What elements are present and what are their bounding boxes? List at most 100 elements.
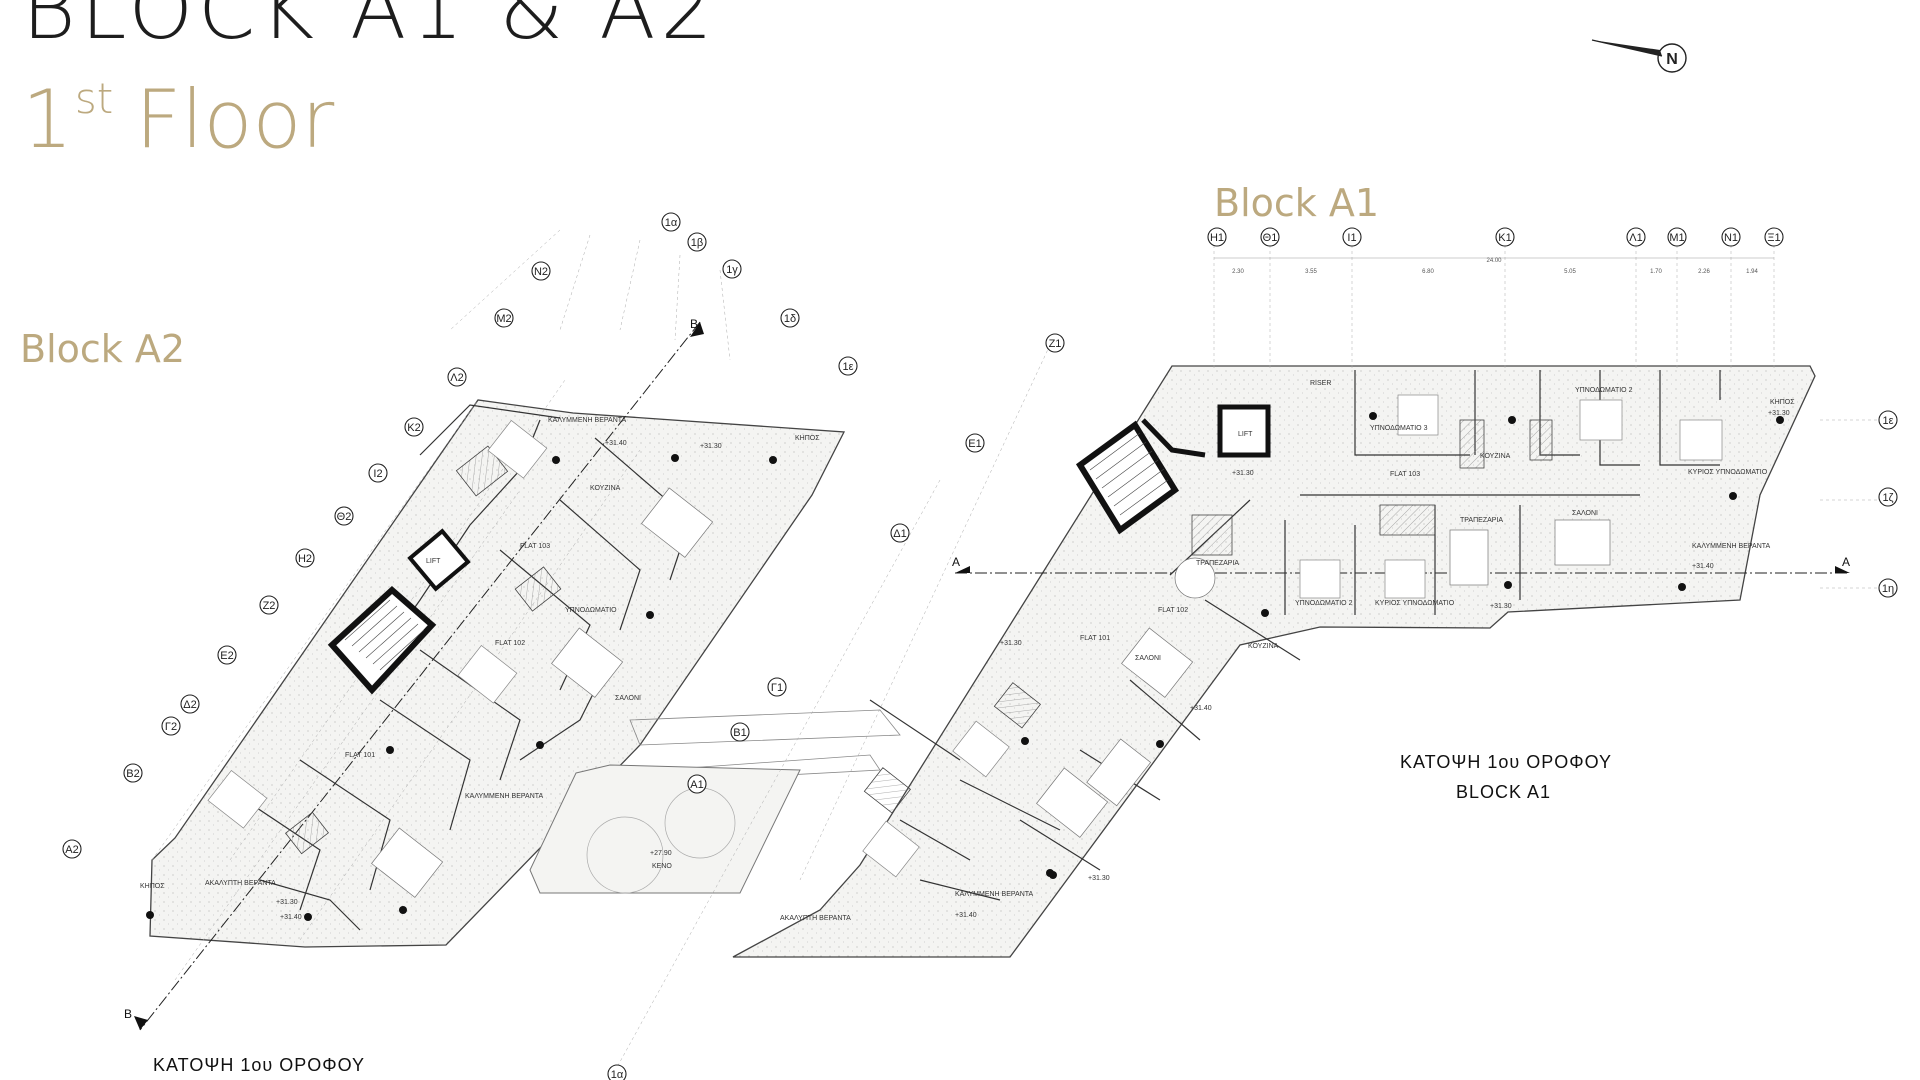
- a2-bed-2: [457, 644, 518, 704]
- grid-label: 1δ: [784, 313, 796, 325]
- a2-room-label: ΚΑΛΥΜΜΕΝΗ ΒΕΡΑΝΤΑ: [465, 793, 544, 800]
- a1-top-dims: 2.30 3.55 6.80 5.05 1.70 2.26 1.94 24.00: [1232, 258, 1758, 275]
- section-marker-b-top: B: [690, 317, 698, 331]
- floor-word: Floor: [135, 73, 335, 166]
- a2-lift-core: [407, 528, 471, 592]
- block-a1-label: Block A1: [1214, 181, 1380, 225]
- block-a2-plan: ΚΑΛΥΜΜΕΝΗ ΒΕΡΑΝΤΑ ΚΗΠΟΣ ΚΟΥΖΙΝΑ ΥΠΝΟΔΩΜΑ…: [134, 229, 846, 1031]
- grid-label: 1α: [665, 217, 678, 229]
- grid-label: Η1: [1210, 232, 1224, 244]
- a2-section-line: [139, 321, 701, 1031]
- a1-room-label: ΚΑΛΥΜΜΕΝΗ ΒΕΡΑΝΤΑ: [955, 891, 1034, 898]
- a1-bath-5: [993, 682, 1041, 729]
- level-mark: +31.40: [1190, 705, 1212, 712]
- a1-room-label: LIFT: [1238, 431, 1253, 438]
- a1-bed-2: [1579, 399, 1623, 441]
- grid-label: 1α: [611, 1069, 624, 1080]
- a2-flat-label: FLAT 101: [345, 752, 375, 759]
- a1-grid-lines: [609, 245, 1880, 1080]
- level-mark: +31.40: [1692, 563, 1714, 570]
- grid-label: Ν1: [1724, 232, 1738, 244]
- a1-bed-3: [1679, 419, 1723, 461]
- grid-label: Θ2: [337, 511, 352, 523]
- a1-room-label: ΚΑΛΥΜΜΕΝΗ ΒΕΡΑΝΤΑ: [1692, 543, 1771, 550]
- a1-room-label: RISER: [1310, 380, 1331, 387]
- a1-room-label: ΚΟΥΖΙΝΑ: [1248, 643, 1279, 650]
- a2-bed-3: [207, 769, 268, 829]
- grid-label: Β2: [126, 768, 139, 780]
- a1-lift-core: [1217, 404, 1271, 458]
- floor-ordinal: st: [74, 74, 114, 123]
- a2-flat-label: FLAT 103: [520, 543, 550, 550]
- level-mark: +31.40: [605, 440, 627, 447]
- a1-bed-4: [1299, 559, 1341, 599]
- a1-room-label: ΤΡΑΠΕΖΑΡΙΑ: [1460, 517, 1503, 524]
- a1-dining-3: [1086, 738, 1152, 807]
- section-marker-a-left: A: [952, 555, 960, 569]
- grid-label: Η2: [298, 553, 312, 565]
- grid-label: Γ1: [771, 682, 783, 694]
- grid-bubbles: [62, 212, 1898, 1080]
- grid-label: Ν2: [534, 266, 548, 278]
- a2-bath-2: [514, 566, 562, 612]
- level-mark: +31.30: [1490, 603, 1512, 610]
- a1-room-label: ΣΑΛΟΝΙ: [1135, 655, 1161, 662]
- a1-level-marks: +31.30 +31.40 +31.30 +31.30 +31.40 +31.3…: [955, 410, 1790, 919]
- a2-bed-1: [487, 419, 548, 479]
- level-mark: +31.40: [280, 914, 302, 921]
- grid-label: 1η: [1882, 583, 1894, 595]
- grid-label: Ι1: [1347, 232, 1356, 244]
- grid-label: Δ2: [183, 699, 196, 711]
- a1-bed-1: [1397, 394, 1439, 436]
- a1-bed-6: [952, 720, 1010, 778]
- courtyard-level: +27.90: [650, 850, 672, 857]
- a1-flat-label: FLAT 102: [1158, 607, 1188, 614]
- plan-caption-a1-block: BLOCK A1: [1456, 782, 1552, 802]
- central-courtyard: +27.90 ΚΕΝΟ: [529, 709, 901, 894]
- a2-room-label: ΚΑΛΥΜΜΕΝΗ ΒΕΡΑΝΤΑ: [548, 417, 627, 424]
- a1-bath-4: [1191, 514, 1233, 556]
- a1-bath-2: [1529, 419, 1553, 461]
- section-markers: A A B B: [124, 317, 1850, 1021]
- a2-bath-1: [455, 445, 509, 497]
- a2-flat-labels: FLAT 103 FLAT 102 FLAT 101: [345, 543, 550, 759]
- a2-stairs: [344, 599, 425, 671]
- grid-label: 1ζ: [1883, 492, 1894, 504]
- level-mark: +31.40: [955, 912, 977, 919]
- a2-sofa-1: [641, 487, 714, 558]
- dim-label: 1.70: [1650, 269, 1662, 275]
- a1-flat-label: FLAT 103: [1390, 471, 1420, 478]
- grid-label: Ε1: [968, 438, 981, 450]
- a2-columns: [146, 454, 777, 921]
- grid-label: Λ2: [450, 372, 463, 384]
- a1-room-label: ΥΠΝΟΔΩΜΑΤΙΟ 2: [1295, 600, 1353, 607]
- grid-bubble-labels: Η1 Θ1 Ι1 Κ1 Λ1 Μ1 Ν1 Ξ1 1ε 1ζ 1η Ζ1 Ε1 Δ…: [65, 217, 1894, 1080]
- section-marker-b-bottom: B: [124, 1007, 132, 1021]
- courtyard-label: ΚΕΝΟ: [652, 863, 672, 870]
- a1-dining-1: [1449, 529, 1489, 586]
- grid-label: Λ1: [1629, 232, 1642, 244]
- a2-room-label: ΚΗΠΟΣ: [795, 435, 820, 442]
- a1-flat-labels: FLAT 103 FLAT 102 FLAT 101: [1080, 471, 1420, 642]
- grid-label: Κ1: [1498, 232, 1511, 244]
- dim-label: 6.80: [1422, 269, 1434, 275]
- a1-sofa-2: [1121, 627, 1194, 698]
- a1-room-label: ΥΠΝΟΔΩΜΑΤΙΟ 2: [1575, 387, 1633, 394]
- grid-label: Δ1: [893, 528, 906, 540]
- grid-label: Μ2: [496, 313, 511, 325]
- a2-room-label: ΚΟΥΖΙΝΑ: [590, 485, 621, 492]
- a1-room-label: ΤΡΑΠΕΖΑΡΙΑ: [1196, 560, 1239, 567]
- dim-label: 2.26: [1698, 269, 1710, 275]
- grid-label: Α1: [690, 779, 703, 791]
- a2-stair-core: [327, 585, 437, 695]
- plan-caption-a1: ΚΑΤΟΨΗ 1ου ΟΡΟΦΟΥ: [1400, 752, 1613, 772]
- a1-room-label: ΚΥΡΙΟΣ ΥΠΝΟΔΩΜΑΤΙΟ: [1375, 600, 1455, 607]
- level-mark: +31.30: [700, 443, 722, 450]
- a2-bath-3: [285, 811, 329, 855]
- a1-room-label: ΚΟΥΖΙΝΑ: [1480, 453, 1511, 460]
- a1-room-label: ΥΠΝΟΔΩΜΑΤΙΟ 3: [1370, 425, 1428, 432]
- grid-label: 1ε: [842, 361, 853, 373]
- grid-label: Ζ2: [263, 600, 276, 612]
